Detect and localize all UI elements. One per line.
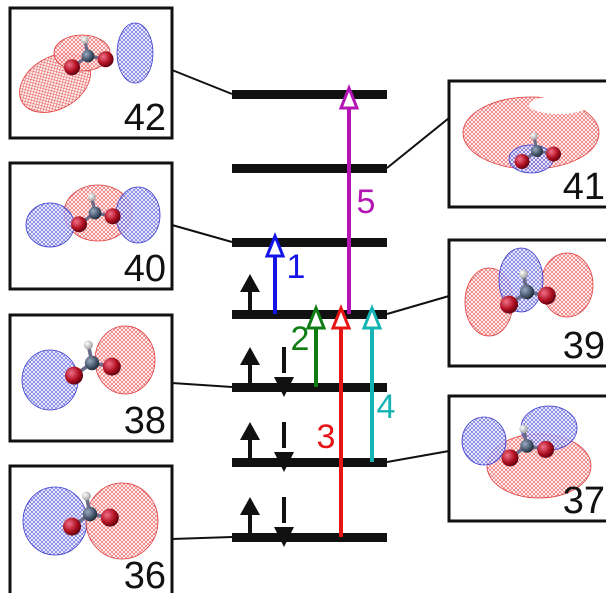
transition-arrowhead-icon bbox=[264, 231, 286, 258]
oxygen-atom bbox=[65, 366, 83, 385]
oxygen-atom bbox=[100, 508, 119, 527]
hydrogen-atom bbox=[519, 424, 528, 434]
hydrogen-atom bbox=[83, 340, 93, 350]
transition-2: 2 bbox=[291, 303, 327, 387]
orbital-picture-38: 38 bbox=[8, 313, 174, 443]
energy-level-41 bbox=[232, 164, 387, 173]
connector-line-38 bbox=[171, 382, 233, 388]
orbital-lobe-positive bbox=[85, 482, 159, 560]
orbital-lobe-negative bbox=[115, 186, 161, 244]
carbon-atom bbox=[531, 145, 543, 157]
orbital-lobe-positive bbox=[540, 252, 594, 318]
orbital-number-label: 41 bbox=[563, 166, 605, 208]
carbon-atom bbox=[82, 506, 98, 522]
orbital-picture-40: 40 bbox=[8, 161, 174, 291]
hydrogen-atom bbox=[81, 491, 91, 501]
oxygen-atom bbox=[537, 286, 556, 305]
orbital-lobe-negative bbox=[25, 202, 75, 248]
transition-1: 1 bbox=[264, 231, 306, 314]
oxygen-atom bbox=[102, 357, 121, 376]
transition-arrowhead-icon bbox=[338, 83, 360, 110]
energy-level-42 bbox=[232, 90, 387, 99]
oxygen-atom bbox=[63, 517, 81, 536]
oxygen-atom bbox=[514, 154, 530, 169]
hydrogen-atom bbox=[80, 36, 89, 44]
transition-arrowhead-icon bbox=[361, 303, 383, 330]
oxygen-atom bbox=[104, 208, 121, 225]
energy-level-38 bbox=[232, 383, 387, 392]
orbital-number-label: 42 bbox=[124, 97, 166, 139]
hydrogen-atom bbox=[530, 132, 538, 140]
transition-label: 1 bbox=[287, 248, 306, 286]
spin-down-electron-icon bbox=[274, 422, 294, 472]
connector-line-39 bbox=[386, 295, 450, 315]
carbon-atom bbox=[84, 355, 100, 371]
carbon-atom bbox=[81, 49, 95, 63]
orbital-lobe-positive bbox=[94, 325, 156, 395]
orbital-highlight bbox=[529, 96, 589, 114]
oxygen-atom bbox=[500, 295, 518, 314]
energy-level-37 bbox=[232, 458, 387, 467]
orbital-picture-37: 37 bbox=[447, 394, 606, 523]
transition-arrowhead-icon bbox=[330, 303, 352, 330]
transition-arrowhead-icon bbox=[305, 303, 327, 330]
orbital-number-label: 36 bbox=[124, 555, 166, 593]
connector-line-36 bbox=[171, 536, 233, 540]
carbon-atom bbox=[519, 284, 535, 300]
connector-line-42 bbox=[171, 69, 233, 95]
oxygen-atom bbox=[64, 59, 80, 76]
spin-down-electron-icon bbox=[274, 347, 294, 397]
carbon-atom bbox=[88, 206, 102, 220]
orbital-picture-39: 39 bbox=[447, 238, 606, 368]
energy-level-36 bbox=[232, 533, 387, 542]
transition-3: 3 bbox=[317, 303, 352, 537]
transition-label: 4 bbox=[377, 388, 396, 426]
orbital-number-label: 40 bbox=[124, 248, 166, 290]
spin-down-electron-icon bbox=[274, 497, 294, 547]
orbital-number-label: 38 bbox=[124, 400, 166, 442]
oxygen-atom bbox=[501, 449, 519, 467]
transition-label: 3 bbox=[317, 418, 336, 456]
spin-up-electron-icon bbox=[240, 274, 260, 316]
energy-level-40 bbox=[232, 238, 387, 247]
oxygen-atom bbox=[537, 440, 555, 458]
connector-line-41 bbox=[386, 117, 450, 169]
spin-up-electron-icon bbox=[240, 347, 260, 389]
oxygen-atom bbox=[97, 51, 114, 68]
orbital-number-label: 37 bbox=[563, 480, 605, 522]
carbon-atom bbox=[520, 439, 534, 453]
transition-label: 2 bbox=[291, 320, 310, 358]
orbital-picture-42: 42 bbox=[8, 6, 174, 140]
transition-label: 5 bbox=[357, 183, 376, 221]
spin-up-electron-icon bbox=[240, 422, 260, 464]
connector-line-37 bbox=[386, 450, 450, 463]
spin-up-electron-icon bbox=[240, 497, 260, 539]
transition-4: 4 bbox=[361, 303, 396, 462]
orbital-number-label: 39 bbox=[563, 325, 605, 367]
hydrogen-atom bbox=[87, 193, 96, 201]
orbital-lobe-negative bbox=[116, 22, 154, 84]
orbital-lobe-negative bbox=[461, 416, 507, 466]
oxygen-atom bbox=[71, 216, 87, 233]
energy-level-39 bbox=[232, 310, 387, 319]
transition-5: 5 bbox=[338, 83, 376, 314]
oxygen-atom bbox=[546, 146, 561, 162]
connector-line-40 bbox=[171, 224, 233, 243]
hydrogen-atom bbox=[518, 269, 528, 279]
orbital-picture-36: 36 bbox=[8, 464, 174, 593]
orbital-picture-41: 41 bbox=[447, 79, 606, 209]
